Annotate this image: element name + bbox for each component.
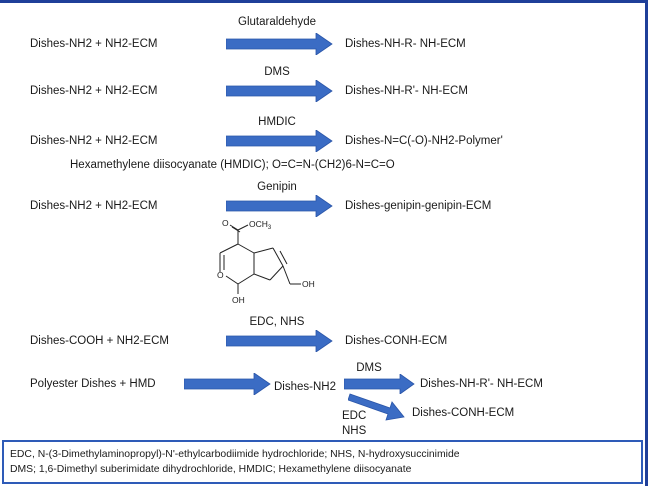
- abbreviations-line-2: DMS; 1,6-Dimethyl suberimidate dihydroch…: [10, 464, 412, 475]
- branch-arrow-1: [184, 373, 271, 395]
- genipin-atom-o: O: [222, 218, 229, 228]
- reaction-4-reagent: Genipin: [257, 181, 297, 193]
- branch-upper-product: Dishes-NH-R'- NH-ECM: [420, 378, 543, 390]
- genipin-structure: O OCH3 O OH OH: [217, 218, 315, 305]
- abbreviations-legend: EDC, N-(3-Dimethylaminopropyl)-N'-ethylc…: [2, 440, 643, 484]
- genipin-oh-1: OH: [232, 295, 245, 305]
- reaction-5-arrow: [226, 330, 333, 352]
- reaction-4-product: Dishes-genipin-genipin-ECM: [345, 200, 492, 212]
- reaction-3-reagent: HMDIC: [258, 116, 296, 128]
- branch-upper-arrow: [344, 374, 415, 394]
- abbreviations-line-1: EDC, N-(3-Dimethylaminopropyl)-N'-ethylc…: [10, 449, 460, 460]
- branch-lower-arrow: [348, 393, 405, 421]
- reaction-3-product: Dishes-N=C(-O)-NH2-Polymer': [345, 135, 503, 147]
- reaction-2-product: Dishes-NH-R'- NH-ECM: [345, 85, 468, 97]
- hmdic-note: Hexamethylene diisocyanate (HMDIC); O=C=…: [70, 159, 395, 171]
- reaction-2-reactants: Dishes-NH2 + NH2-ECM: [30, 85, 158, 97]
- reaction-4-arrow: [226, 195, 333, 217]
- reaction-1-arrow: [226, 33, 333, 55]
- reaction-2-arrow: [226, 80, 333, 102]
- branch-lower-reagent-nhs: NHS: [342, 425, 367, 437]
- branch-lower-product: Dishes-CONH-ECM: [412, 407, 515, 419]
- reaction-1-product: Dishes-NH-R- NH-ECM: [345, 38, 466, 50]
- branch-intermediate: Dishes-NH2: [274, 381, 336, 393]
- reaction-1-reactants: Dishes-NH2 + NH2-ECM: [30, 38, 158, 50]
- reaction-5-reagent: EDC, NHS: [249, 316, 305, 328]
- reaction-5-product: Dishes-CONH-ECM: [345, 335, 448, 347]
- branch-upper-reagent: DMS: [356, 362, 382, 374]
- branch-reactants: Polyester Dishes + HMD: [30, 378, 156, 390]
- reaction-diagram: Dishes-NH2 + NH2-ECM Glutaraldehyde Dish…: [8, 4, 642, 437]
- reaction-3-arrow: [226, 130, 333, 152]
- reaction-3-reactants: Dishes-NH2 + NH2-ECM: [30, 135, 158, 147]
- genipin-oh-2: OH: [302, 279, 315, 289]
- reaction-1-reagent: Glutaraldehyde: [238, 16, 316, 28]
- genipin-ring-oxygen: O: [217, 270, 224, 280]
- reaction-4-reactants: Dishes-NH2 + NH2-ECM: [30, 200, 158, 212]
- branch-lower-reagent-edc: EDC: [342, 410, 367, 422]
- reaction-2-reagent: DMS: [264, 66, 290, 78]
- genipin-ester-label: OCH3: [249, 219, 272, 231]
- reaction-5-reactants: Dishes-COOH + NH2-ECM: [30, 335, 169, 347]
